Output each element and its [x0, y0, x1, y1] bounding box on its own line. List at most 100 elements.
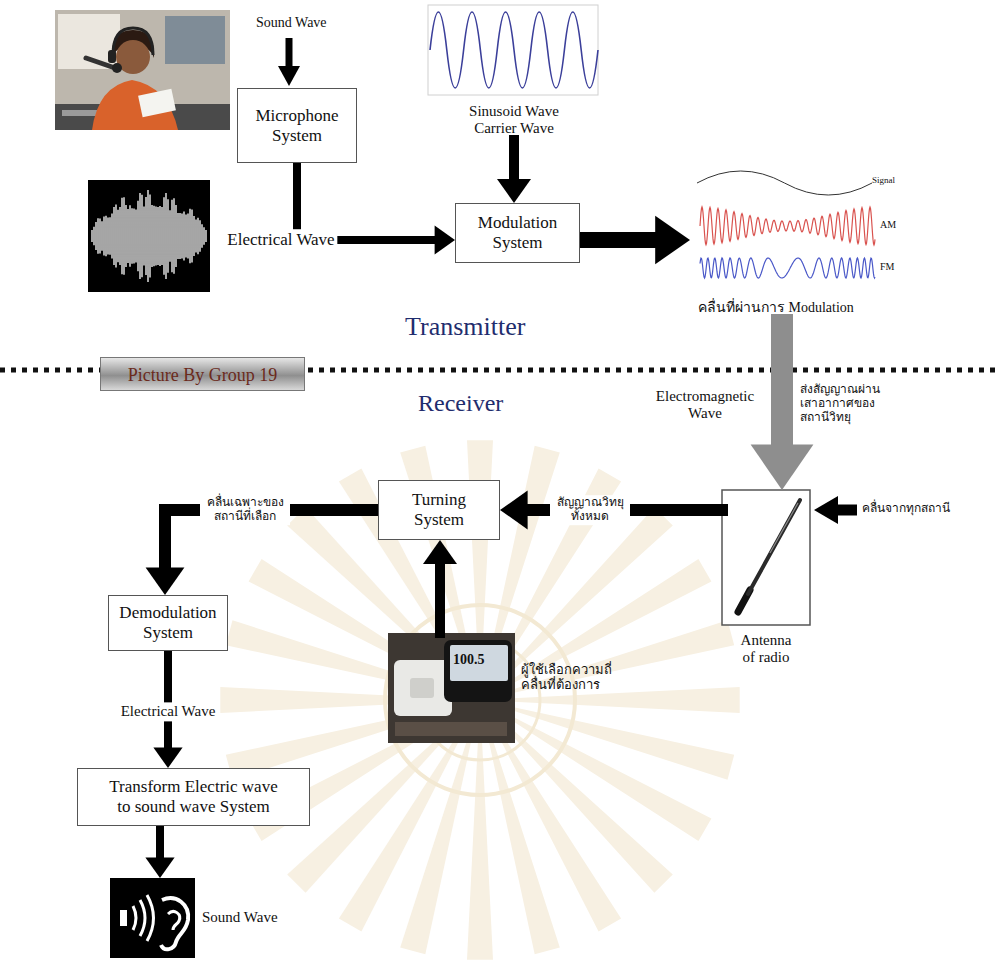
waveform	[92, 190, 206, 282]
watermark-ring	[385, 605, 575, 795]
arrow-head	[423, 540, 457, 564]
tuner-photo	[388, 633, 515, 743]
box-label: Demodulation System	[115, 603, 221, 642]
connector-line	[164, 651, 172, 750]
signal-wave	[697, 171, 872, 195]
incoming-waves-arrow	[814, 496, 857, 524]
paper-sheet	[138, 89, 176, 118]
antenna-node: Antenna of radio	[722, 490, 810, 675]
microphone	[86, 58, 115, 68]
picture-ground	[88, 180, 210, 292]
ear-shape	[161, 898, 188, 949]
section-title: Transmitter	[405, 312, 525, 342]
node-label: Sinusoid Wave Carrier Wave	[459, 103, 569, 138]
tuner-device	[394, 660, 452, 716]
connector-arrow	[580, 216, 690, 264]
announcer-body	[92, 80, 178, 130]
fm-wave	[700, 258, 875, 278]
carrier-wave-node: Sinusoid Wave Carrier Wave	[428, 5, 600, 140]
arrow-head	[153, 748, 182, 768]
sound-arcs	[133, 895, 154, 941]
photo-panel	[165, 16, 225, 64]
tuner-button	[410, 678, 434, 698]
connector-label: Electromagnetic Wave	[643, 387, 767, 424]
node-label: ผู้ใช้เลือกความถี่ คลื่นที่ต้องการ	[521, 663, 625, 693]
photo-table	[395, 722, 507, 736]
announcer-photo	[55, 10, 230, 130]
node-label: Sound Wave	[202, 909, 278, 926]
arrow-head	[435, 225, 455, 254]
arrow-head	[145, 858, 174, 878]
watermark-rays	[220, 440, 739, 959]
headset-cup	[108, 50, 116, 63]
connector-label: Electrical Wave	[118, 702, 219, 721]
box-label: Transform Electric wave to sound wave Sy…	[103, 777, 285, 816]
arrow-head	[655, 216, 690, 264]
connector-line	[156, 826, 164, 860]
node-label: Signal	[872, 175, 895, 185]
photo-ground	[388, 633, 515, 743]
picture-frame	[428, 5, 598, 95]
electrical-wave-picture	[88, 180, 210, 292]
sound-output-icon	[110, 878, 195, 958]
arrow-head	[814, 496, 838, 524]
arrow-head	[751, 444, 814, 490]
box-label: Modulation System	[462, 213, 573, 252]
arrow-head	[146, 567, 185, 595]
process-box: Demodulation System	[108, 595, 228, 651]
connector-arrow	[423, 540, 457, 633]
signal-name: Sound Wave	[256, 15, 327, 31]
microphone-head	[112, 63, 122, 73]
connector-arrow	[145, 826, 174, 878]
tuner-node: 100.5 ผู้ใช้เลือกความถี่ คลื่นที่ต้องการ	[388, 633, 628, 743]
ear-curl	[168, 912, 180, 930]
note-text: คลื่นจากทุกสถานี	[862, 502, 950, 516]
section-title: Receiver	[418, 390, 503, 418]
node-label: AM	[880, 219, 896, 231]
headset	[113, 28, 153, 55]
process-box: Transform Electric wave to sound wave Sy…	[77, 768, 310, 826]
connector-line	[435, 562, 445, 633]
process-box: Turning System	[378, 480, 500, 540]
antenna-rod	[748, 500, 800, 594]
am-wave	[700, 207, 875, 245]
photo-window	[58, 14, 120, 69]
watermark-ray	[480, 620, 734, 700]
note-text: ส่งสัญญาณผ่าน เสาอากาศของ สถานีวิทยุ	[800, 383, 880, 424]
connector-label: Electrical Wave	[224, 229, 337, 251]
node-label: 100.5	[453, 652, 485, 668]
arrow-shaft	[836, 505, 857, 516]
connector-line	[771, 325, 793, 446]
antenna-frame	[722, 490, 810, 625]
arrow-head	[500, 491, 528, 530]
process-box: Microphone System	[237, 88, 357, 163]
box-label: Microphone System	[244, 106, 350, 145]
connector-line	[580, 232, 657, 248]
box-label: Turning System	[399, 490, 479, 529]
connector-label: สัญญาณวิทยุ ทั้งหมด	[550, 495, 630, 525]
sound-wave-arrow	[278, 38, 300, 86]
connector-label: คลื่นเฉพาะของ สถานีที่เลือก	[200, 495, 290, 525]
sine-wave	[430, 12, 598, 88]
arrow-shaft	[286, 38, 293, 68]
sound-output-node: Sound Wave	[110, 878, 290, 958]
icon-ground	[110, 878, 195, 958]
connector-line	[509, 140, 519, 181]
phone-screen	[450, 645, 508, 681]
antenna-picture	[722, 490, 810, 625]
watermark-ring	[385, 605, 575, 795]
node-label: คลื่นที่ผ่านการ Modulation	[698, 300, 854, 316]
arrow-head	[497, 179, 531, 203]
phone-body	[444, 640, 512, 702]
node-label: FM	[880, 261, 894, 273]
connector-arrow	[497, 140, 531, 203]
watermark-badge: Picture By Group 19	[100, 357, 305, 391]
antenna-shine	[770, 503, 798, 553]
carrier-wave-picture	[428, 5, 598, 95]
arrow-head	[278, 66, 300, 86]
process-box: Modulation System	[455, 203, 580, 263]
modulated-wave-picture	[697, 171, 875, 278]
connector-arrow	[500, 491, 722, 530]
node-label: Antenna of radio	[735, 632, 797, 667]
